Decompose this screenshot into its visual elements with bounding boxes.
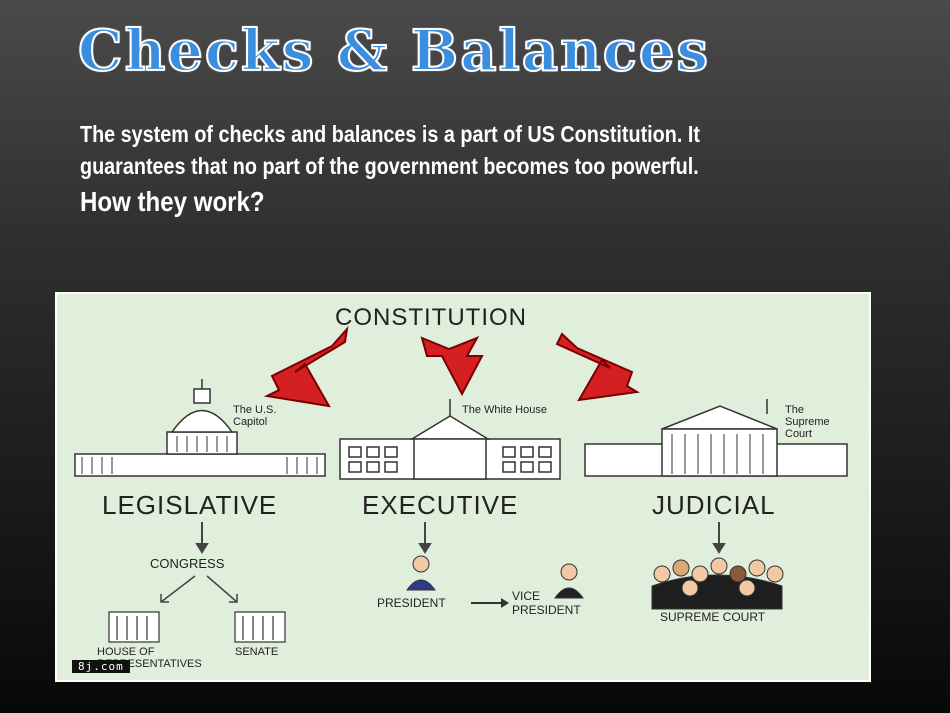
supreme-court-label: SUPREME COURT xyxy=(660,610,766,624)
justices-group-icon xyxy=(651,557,784,610)
supreme-court-caption: The Supreme Court xyxy=(785,404,830,440)
vice-president-label: VICE PRESIDENT xyxy=(512,589,581,617)
watermark-badge: 8j.com xyxy=(72,660,130,673)
branch-executive: EXECUTIVE xyxy=(362,490,519,520)
congress-split-arrows xyxy=(160,575,238,603)
branch-judicial: JUDICIAL xyxy=(652,490,776,520)
supreme-court-icon xyxy=(584,399,848,477)
capitol-caption: The U.S. Capitol xyxy=(233,404,277,428)
white-house-icon xyxy=(339,399,561,480)
checks-and-balances-diagram: CONSTITUTION The U.S. Capitol The White … xyxy=(55,292,871,682)
constitution-label: CONSTITUTION xyxy=(335,304,527,331)
arrow-to-legislative xyxy=(263,325,349,408)
question-heading: How they work? xyxy=(80,186,265,217)
arrow-to-judicial xyxy=(555,332,640,402)
capitol-building-icon xyxy=(74,379,326,477)
intro-text: The system of checks and balances is a p… xyxy=(80,121,700,179)
diagram-graphics xyxy=(74,325,848,643)
congress-label: CONGRESS xyxy=(150,556,225,571)
branch-legislative: LEGISLATIVE xyxy=(102,490,278,520)
slide-title: Checks & Balances xyxy=(77,17,711,85)
senate-label: SENATE xyxy=(235,646,279,658)
white-house-caption: The White House xyxy=(462,404,547,416)
intro-text-block: The system of checks and balances is a p… xyxy=(80,118,751,218)
senate-building-icon xyxy=(234,611,286,643)
vice-president-figure-icon xyxy=(554,563,584,599)
president-figure-icon xyxy=(406,555,436,591)
president-label: PRESIDENT xyxy=(377,596,446,610)
arrow-to-executive xyxy=(420,336,484,397)
down-arrows xyxy=(195,522,726,554)
president-to-vp-arrowhead xyxy=(501,598,509,608)
house-building-icon xyxy=(108,611,160,643)
